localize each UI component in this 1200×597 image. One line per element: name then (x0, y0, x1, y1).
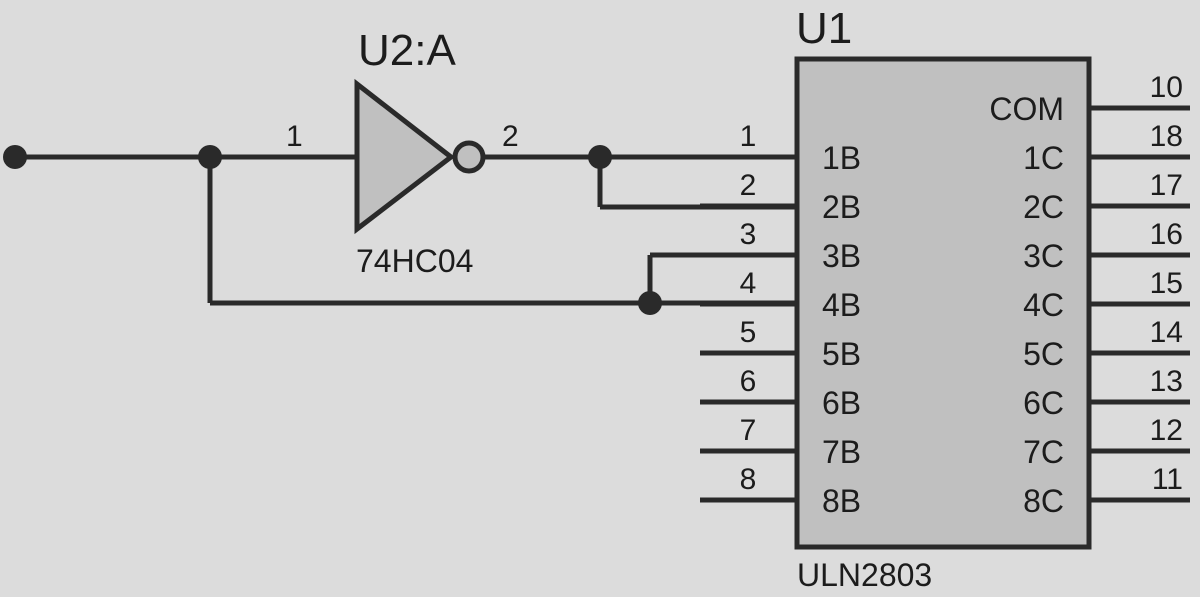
driver-left-pin: 2 2B (700, 169, 861, 225)
pin-number: 10 (1150, 71, 1183, 104)
pin-name: 6B (822, 385, 861, 421)
pin-name: COM (989, 91, 1064, 127)
pin-number: 14 (1150, 316, 1183, 349)
driver-right-pin: 18 1C (1023, 120, 1190, 176)
pin-name: 6C (1023, 385, 1064, 421)
pin-name: 3B (822, 238, 861, 274)
driver-right-pin: 11 8C (1023, 463, 1190, 519)
driver-left-pin: 3 3B (700, 218, 861, 274)
input-terminal-dot (3, 145, 27, 169)
pin-name: 1C (1023, 140, 1064, 176)
driver-ref: U1 (796, 4, 852, 53)
pin-name: 4B (822, 287, 861, 323)
driver-left-pin: 1 1B (700, 120, 861, 176)
pin-number: 11 (1152, 463, 1183, 496)
pin-name: 1B (822, 140, 861, 176)
driver-part: ULN2803 (797, 557, 932, 593)
driver-left-pin: 6 6B (700, 365, 861, 421)
pin-name: 7B (822, 434, 861, 470)
pin-number: 13 (1150, 365, 1183, 398)
driver-right-pin: 17 2C (1023, 169, 1190, 225)
inverter-part: 74HC04 (356, 243, 473, 279)
driver-left-pins: 1 1B 2 2B 3 3B 4 4B 5 5B 6 6B 7 7B 8 8B (700, 120, 861, 519)
pin-number: 2 (740, 169, 757, 202)
inverter-bubble (452, 140, 486, 174)
driver-left-pin: 8 8B (700, 463, 861, 519)
pin-number: 18 (1150, 120, 1183, 153)
pin-number: 16 (1150, 218, 1183, 251)
pin-name: 3C (1023, 238, 1064, 274)
pin-name: 7C (1023, 434, 1064, 470)
pin-name: 2B (822, 189, 861, 225)
junctions (3, 145, 662, 315)
driver-left-pin: 4 4B (700, 267, 861, 323)
pin-name: 8C (1023, 483, 1064, 519)
pin-name: 8B (822, 483, 861, 519)
driver-right-pin: 16 3C (1023, 218, 1190, 274)
pin-name: 5C (1023, 336, 1064, 372)
driver-right-pin: 12 7C (1023, 414, 1190, 470)
driver-ic: U1 ULN2803 1 1B 2 2B 3 3B 4 4B 5 5B 6 6B 7 7B 8 8B 10CO… (700, 4, 1190, 593)
driver-right-pin: 14 5C (1023, 316, 1190, 372)
driver-right-pin: 13 6C (1023, 365, 1190, 421)
inverter-ref: U2:A (358, 26, 456, 75)
pin-name: 5B (822, 336, 861, 372)
pin-number: 6 (740, 365, 757, 398)
pin-number: 15 (1150, 267, 1183, 300)
pin-number: 7 (740, 414, 757, 447)
inverter-triangle (354, 78, 456, 235)
pin-number: 3 (740, 218, 757, 251)
inverter-output-pin: 2 (502, 120, 519, 153)
pin-name: 2C (1023, 189, 1064, 225)
pin-number: 4 (740, 267, 757, 300)
pin-number: 17 (1150, 169, 1183, 202)
pin-name: 4C (1023, 287, 1064, 323)
pin-number: 1 (740, 120, 757, 153)
inverter-gate: U2:A 74HC04 1 2 (286, 26, 519, 279)
junction-dot (588, 145, 612, 169)
driver-left-pin: 7 7B (700, 414, 861, 470)
pin-number: 12 (1150, 414, 1183, 447)
junction-dot (198, 145, 222, 169)
pin-number: 5 (740, 316, 757, 349)
driver-left-pin: 5 5B (700, 316, 861, 372)
inverter-input-pin: 1 (286, 120, 303, 153)
driver-right-pin: 15 4C (1023, 267, 1190, 323)
junction-dot (638, 291, 662, 315)
pin-number: 8 (740, 463, 757, 496)
